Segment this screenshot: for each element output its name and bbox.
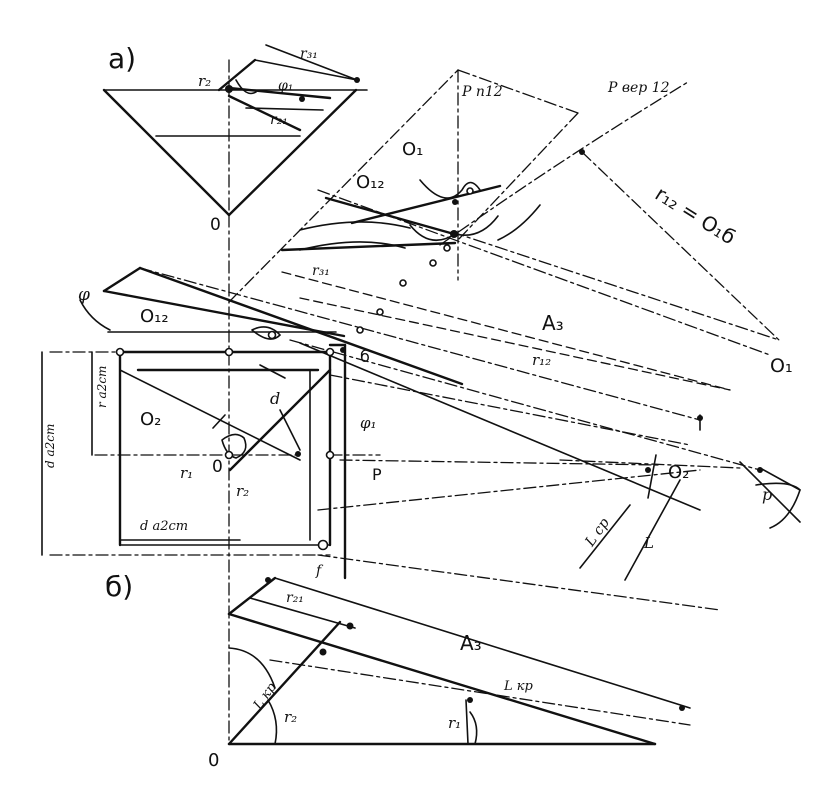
label-d-a2st-vertical: d а2ст <box>43 424 57 468</box>
front-square <box>41 299 381 580</box>
part-b-label: б) <box>105 570 133 603</box>
label-o2-right: O₂ <box>668 462 689 483</box>
label-o-center: 0 <box>212 457 223 477</box>
part-a-label: а) <box>108 42 136 75</box>
label-d-a2st-horizontal: d а2ст <box>140 519 188 534</box>
top-cone <box>102 44 368 217</box>
label-r2-center: r₂ <box>236 482 249 500</box>
label-f: f <box>315 563 324 579</box>
label-p-ver12: P вер 12 <box>607 80 670 96</box>
label-r-a2st: r а2ст <box>95 366 109 408</box>
label-r12-formula: r₁₂ = O₁б <box>651 181 740 249</box>
label-o2-left: O₂ <box>140 409 161 430</box>
bottom-triangle <box>227 576 691 746</box>
label-p-right: p <box>762 485 772 504</box>
labels: а) б) r₂ r₃₁ φ₁ r₂₁ 0 P n12 P вер 12 O₁ … <box>43 42 793 771</box>
label-a3-bottom: A₃ <box>460 631 482 655</box>
label-p-n12: P n12 <box>461 84 503 100</box>
label-r21-bottom: r₂₁ <box>286 590 304 606</box>
label-r2-top: r₂ <box>198 72 211 90</box>
label-l-kr: L кр <box>250 680 280 714</box>
label-r12-mid: r₁₂ <box>532 351 551 369</box>
label-d: d <box>270 389 280 408</box>
label-b: б <box>360 347 370 366</box>
label-o12-left: O₁₂ <box>140 306 169 327</box>
label-r31-mid: r₃₁ <box>312 263 330 279</box>
label-origin-a: 0 <box>210 215 221 235</box>
label-r21-top: r₂₁ <box>270 112 288 128</box>
label-p: P <box>372 465 382 484</box>
label-l-kp: L кр <box>503 679 534 694</box>
label-o12-mid: O₁₂ <box>356 172 385 193</box>
label-l: L <box>643 534 654 552</box>
label-phi-left: φ <box>78 285 90 305</box>
label-r1-bottom: r₁ <box>448 714 461 732</box>
label-phi-top: φ₁ <box>278 78 293 94</box>
label-phi1-mid: φ₁ <box>360 414 377 432</box>
label-r1-center: r₁ <box>180 464 193 482</box>
label-o1-right: O₁ <box>770 355 793 377</box>
slab <box>102 266 801 611</box>
label-origin-b: 0 <box>208 750 219 771</box>
inclined-plane <box>228 69 780 741</box>
label-r2-bottom: r₂ <box>284 708 297 726</box>
label-o1-mid: O₁ <box>402 139 423 160</box>
label-r31-top: r₃₁ <box>300 46 318 62</box>
label-a3-mid: A₃ <box>542 311 564 335</box>
